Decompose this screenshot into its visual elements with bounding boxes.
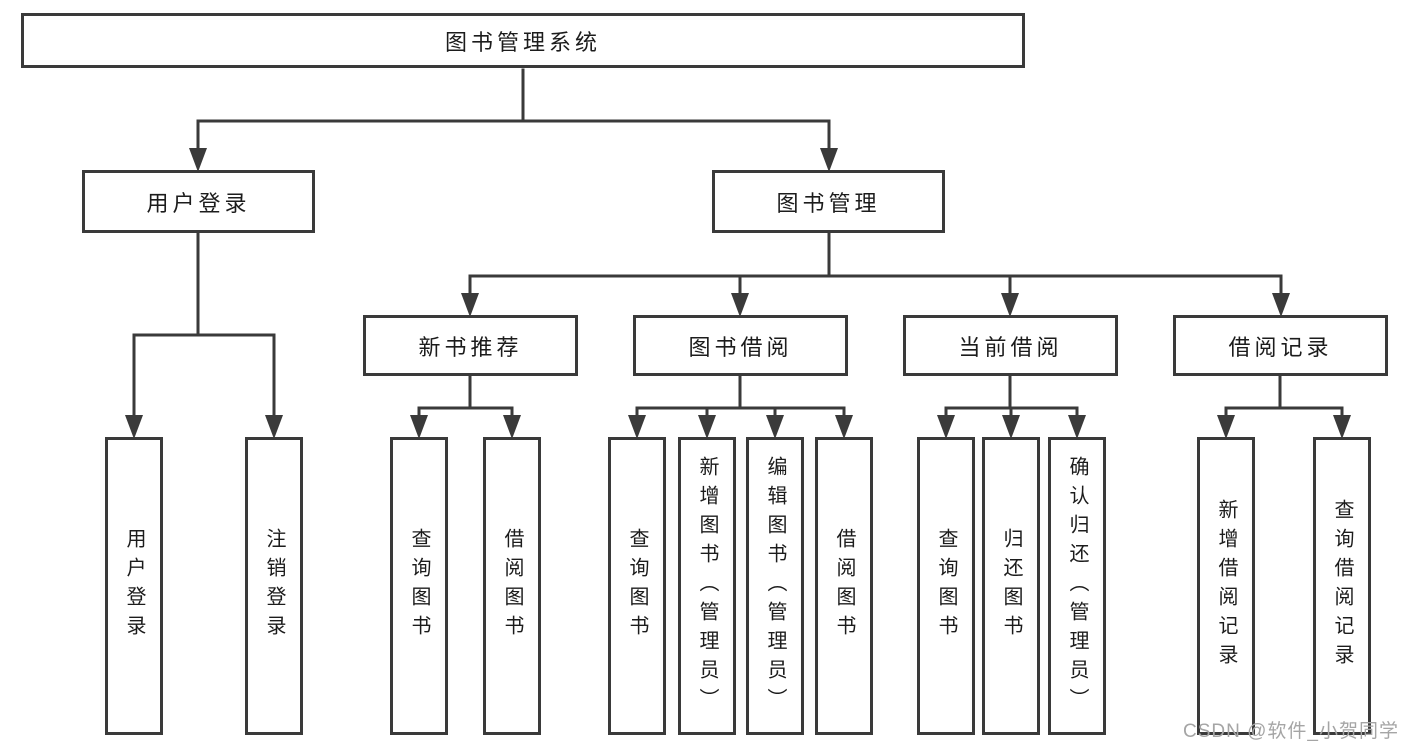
arrow-icon: [766, 415, 784, 439]
arrow-icon: [1001, 293, 1019, 317]
node-label: 查询借阅记录: [1331, 499, 1353, 673]
edge-recommend-to-leaves: [417, 374, 514, 419]
edge-bookmgmt-to-level3: [468, 231, 1283, 297]
arrow-icon: [1272, 293, 1290, 317]
node-label: 查询图书: [408, 528, 430, 644]
node-label: 新增借阅记录: [1215, 499, 1237, 673]
arrow-icon: [461, 293, 479, 317]
node-label: 当前借阅: [958, 334, 1063, 360]
leaf-borrow-books-recommend: 借阅图书: [483, 437, 541, 735]
leaf-query-borrow-record: 查询借阅记录: [1313, 437, 1371, 735]
node-label: 查询图书: [935, 528, 957, 644]
arrow-icon: [1068, 415, 1086, 439]
node-label: 用户登录: [123, 528, 145, 644]
leaf-query-books-current: 查询图书: [917, 437, 975, 735]
edge-currentborrow-to-leaves: [944, 374, 1079, 419]
leaf-query-books-recommend: 查询图书: [390, 437, 448, 735]
node-label: 查询图书: [626, 528, 648, 644]
arrow-icon: [1333, 415, 1351, 439]
node-label: 图书管理: [776, 190, 881, 216]
node-label: 注销登录: [263, 528, 285, 644]
leaf-query-books-borrow: 查询图书: [608, 437, 666, 735]
leaf-logout: 注销登录: [245, 437, 303, 735]
node-label: 归还图书: [1000, 528, 1022, 644]
arrow-icon: [503, 415, 521, 439]
node-user-login: 用户登录: [82, 170, 315, 233]
leaf-edit-books-admin: 编辑图书（管理员）: [746, 437, 804, 735]
arrow-icon: [628, 415, 646, 439]
node-root-system: 图书管理系统: [21, 13, 1025, 68]
node-label: 借阅记录: [1228, 334, 1333, 360]
node-label: 借阅图书: [833, 528, 855, 644]
arrow-icon: [1217, 415, 1235, 439]
arrow-icon: [265, 415, 283, 439]
node-borrow-records: 借阅记录: [1173, 315, 1388, 376]
leaf-confirm-return-admin: 确认归还（管理员）: [1048, 437, 1106, 735]
arrow-icon: [820, 148, 838, 172]
arrow-icon: [1002, 415, 1020, 439]
edge-userlogin-to-leaves: [132, 231, 276, 419]
arrow-icon: [731, 293, 749, 317]
arrow-icon: [410, 415, 428, 439]
arrow-icon: [189, 148, 207, 172]
node-book-management: 图书管理: [712, 170, 945, 233]
leaf-user-login: 用户登录: [105, 437, 163, 735]
arrow-icon: [125, 415, 143, 439]
node-label: 借阅图书: [501, 528, 523, 644]
csdn-watermark: CSDN @软件_小贺同学: [1183, 721, 1399, 742]
leaf-return-books: 归还图书: [982, 437, 1040, 735]
node-book-borrow: 图书借阅: [633, 315, 848, 376]
node-new-book-recommend: 新书推荐: [363, 315, 578, 376]
edge-root-to-level2: [196, 68, 831, 152]
leaf-add-books-admin: 新增图书（管理员）: [678, 437, 736, 735]
node-label: 图书管理系统: [444, 29, 601, 55]
node-label: 新书推荐: [418, 334, 523, 360]
leaf-add-borrow-record: 新增借阅记录: [1197, 437, 1255, 735]
node-label: 图书借阅: [688, 334, 793, 360]
arrow-icon: [937, 415, 955, 439]
node-label: 确认归还（管理员）: [1066, 455, 1088, 717]
node-label: 新增图书（管理员）: [696, 455, 718, 717]
node-current-borrow: 当前借阅: [903, 315, 1118, 376]
node-label: 编辑图书（管理员）: [764, 455, 786, 717]
edge-records-to-leaves: [1224, 374, 1344, 419]
leaf-borrow-books: 借阅图书: [815, 437, 873, 735]
arrow-icon: [698, 415, 716, 439]
node-label: 用户登录: [146, 190, 251, 216]
edge-bookborrow-to-leaves: [635, 374, 846, 419]
arrow-icon: [835, 415, 853, 439]
